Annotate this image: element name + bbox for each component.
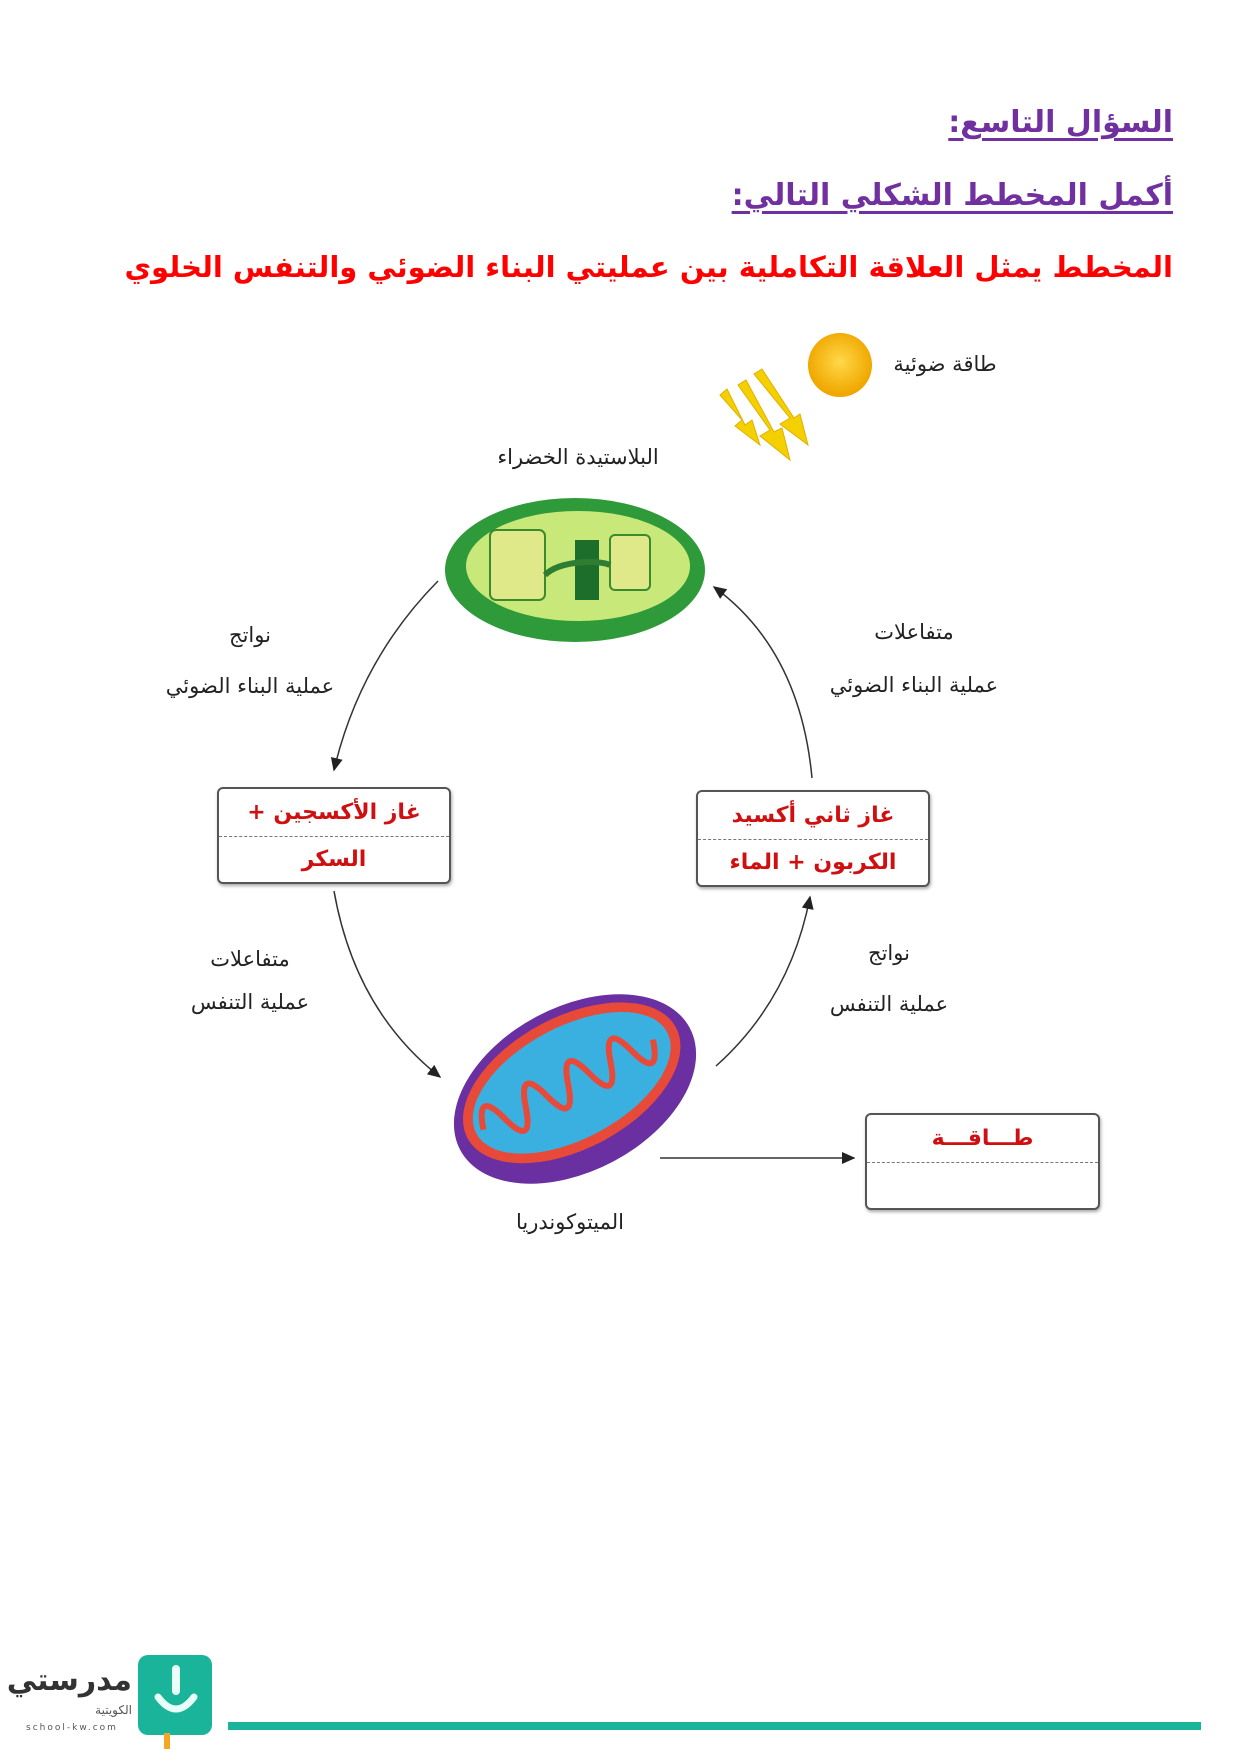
light-energy-label: طاقة ضوئية — [893, 352, 997, 376]
box-energy-line2 — [867, 1163, 1098, 1210]
photo-reactants-l1: متفاعلات — [874, 620, 954, 644]
logo-subtitle: الكويتية — [95, 1703, 132, 1717]
mitochondrion-icon — [453, 994, 697, 1184]
description: المخطط يمثل العلاقة التكاملية بين عمليتي… — [124, 250, 1173, 284]
arrow-right-to-chloro — [712, 586, 813, 779]
sun-icon — [808, 333, 872, 397]
question-title: السؤال التاسع: — [948, 105, 1173, 140]
box-co2-water: غاز ثاني أكسيد الكربون + الماء — [696, 790, 930, 887]
resp-products-l2: عملية التنفس — [829, 992, 949, 1016]
arrow-left-to-mito — [333, 890, 442, 1078]
footer-logo: مدرستي الكويتية school-kw.com — [6, 1655, 220, 1755]
box-right-line1: غاز ثاني أكسيد — [698, 792, 928, 840]
logo-url: school-kw.com — [26, 1723, 118, 1733]
mitochondria-label: الميتوكوندريا — [516, 1210, 624, 1234]
box-energy: طـــاقـــة — [865, 1113, 1100, 1210]
footer-divider — [228, 1722, 1201, 1730]
box-left-line1: غاز الأكسجين + — [219, 789, 449, 837]
box-right-line2: الكربون + الماء — [729, 850, 897, 876]
resp-reactants-l1: متفاعلات — [210, 947, 290, 971]
instruction: أكمل المخطط الشكلي التالي: — [731, 178, 1173, 213]
photo-products-l2: عملية البناء الضوئي — [165, 674, 335, 698]
photo-reactants-l2: عملية البناء الضوئي — [829, 673, 999, 697]
resp-products-l1: نواتج — [868, 941, 910, 965]
resp-reactants-l2: عملية التنفس — [190, 990, 310, 1014]
chloroplast-label: البلاستيدة الخضراء — [497, 445, 659, 469]
arrow-chloro-to-left — [330, 580, 439, 772]
logo-name: مدرستي — [6, 1663, 132, 1698]
logo-icon — [138, 1655, 212, 1749]
box-energy-line1: طـــاقـــة — [867, 1115, 1098, 1163]
box-left-line2: السكر — [301, 847, 367, 873]
chloroplast-icon — [445, 498, 705, 642]
photo-products-l1: نواتج — [229, 623, 271, 647]
light-rays-icon — [719, 368, 809, 462]
box-oxygen-sugar: غاز الأكسجين + السكر — [217, 787, 451, 884]
arrow-mito-to-right — [715, 895, 814, 1067]
